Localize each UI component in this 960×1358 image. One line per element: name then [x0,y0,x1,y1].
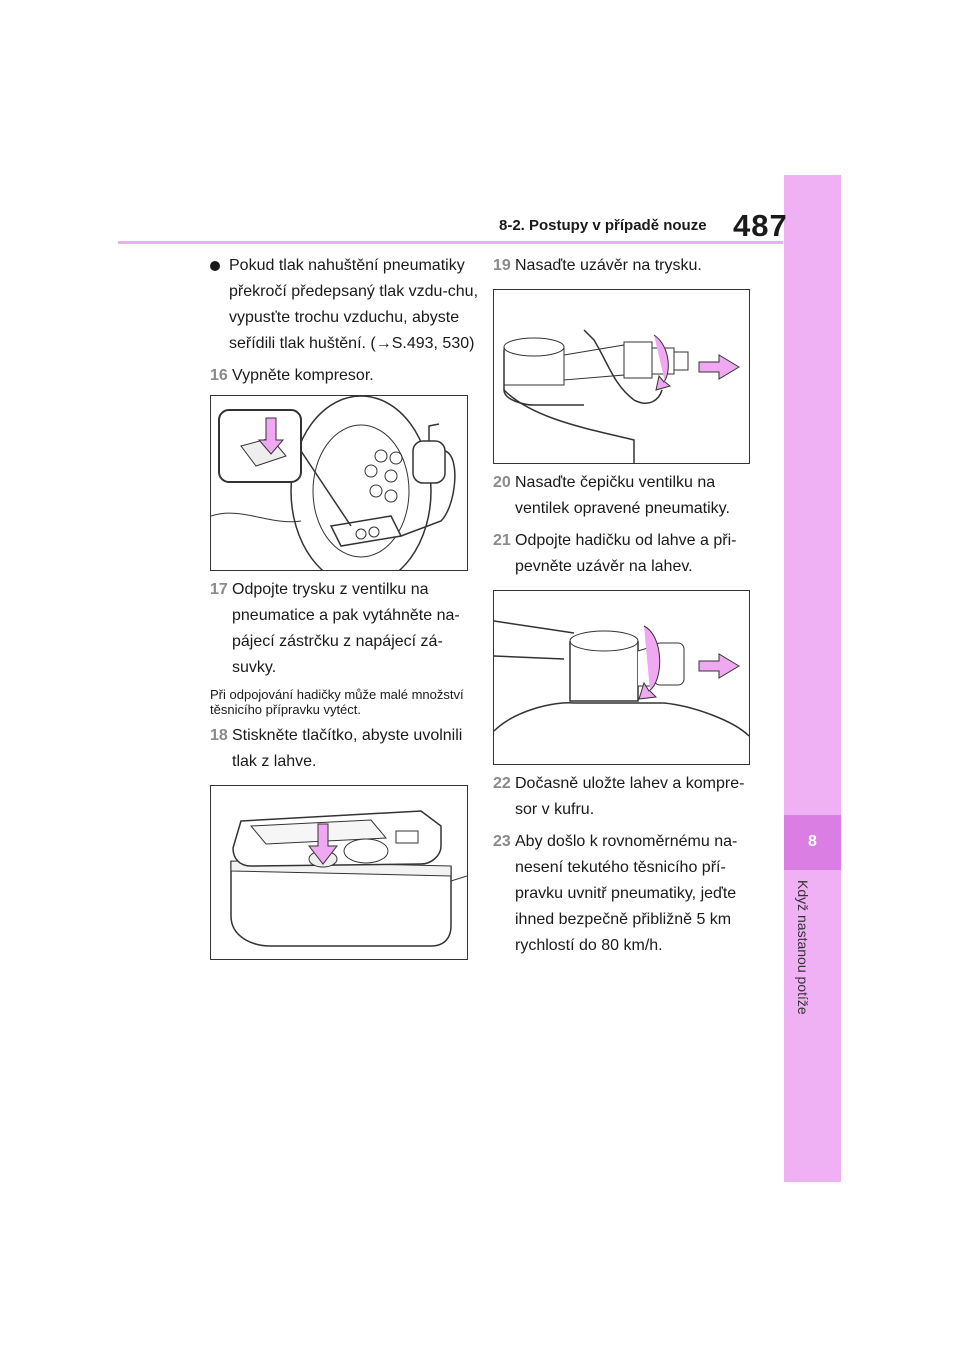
chapter-title: Když nastanou potíže [795,880,811,1015]
step-text: Vypněte kompresor. [232,367,374,384]
chapter-number: 8 [808,833,817,850]
step-19: 19 Nasaďte uzávěr na trysku. [493,253,758,279]
step-22: 22 Dočasně uložte lahev a kompre-sor v k… [493,771,758,823]
bullet-icon [210,261,220,271]
step-number: 16 [210,367,228,384]
step-23: 23 Aby došlo k rovnoměrnému na-nesení te… [493,829,758,959]
bullet-item: Pokud tlak nahuštění pneumatiky překročí… [210,253,480,357]
page-number: 487 [733,208,788,243]
step-number: 21 [493,532,511,549]
step-text: Dočasně uložte lahev a kompre-sor v kufr… [515,775,745,818]
step-number: 17 [210,581,228,598]
right-column: 19 Nasaďte uzávěr na trysku. 20 Nasaďte … [493,253,758,965]
step-16: 16 Vypněte kompresor. [210,363,480,389]
chapter-tab[interactable]: 8 [784,815,841,870]
figure-bottle-cap [493,590,750,765]
step-number: 22 [493,775,511,792]
step-21: 21 Odpojte hadičku od lahve a při-pevnět… [493,528,758,580]
section-title: 8-2. Postupy v případě nouze [499,217,707,234]
step-number: 23 [493,833,511,850]
step-17: 17 Odpojte trysku z ventilku na pneumati… [210,577,480,681]
figure-nozzle-cap [493,289,750,464]
step-text: Nasaďte čepičku ventilku na ventilek opr… [515,474,730,517]
step-text: Nasaďte uzávěr na trysku. [515,257,702,274]
left-column: Pokud tlak nahuštění pneumatiky překročí… [210,253,480,960]
step-text: Stiskněte tlačítko, abyste uvolnili tlak… [232,727,463,770]
note-text: Při odpojování hadičky může malé množstv… [210,687,464,717]
bullet-text: Pokud tlak nahuštění pneumatiky překročí… [229,257,479,352]
side-tab [784,175,841,1182]
step-text: Odpojte trysku z ventilku na pneumatice … [232,581,460,676]
header-divider [118,241,783,244]
step-number: 20 [493,474,511,491]
step-20: 20 Nasaďte čepičku ventilku na ventilek … [493,470,758,522]
figure-release-button [210,785,468,960]
step-18: 18 Stiskněte tlačítko, abyste uvolnili t… [210,723,480,775]
step-number: 18 [210,727,228,744]
step-text: Odpojte hadičku od lahve a při-pevněte u… [515,532,737,575]
figure-compressor-off [210,395,468,571]
step-text: Aby došlo k rovnoměrnému na-nesení tekut… [515,833,738,954]
step-number: 19 [493,257,511,274]
